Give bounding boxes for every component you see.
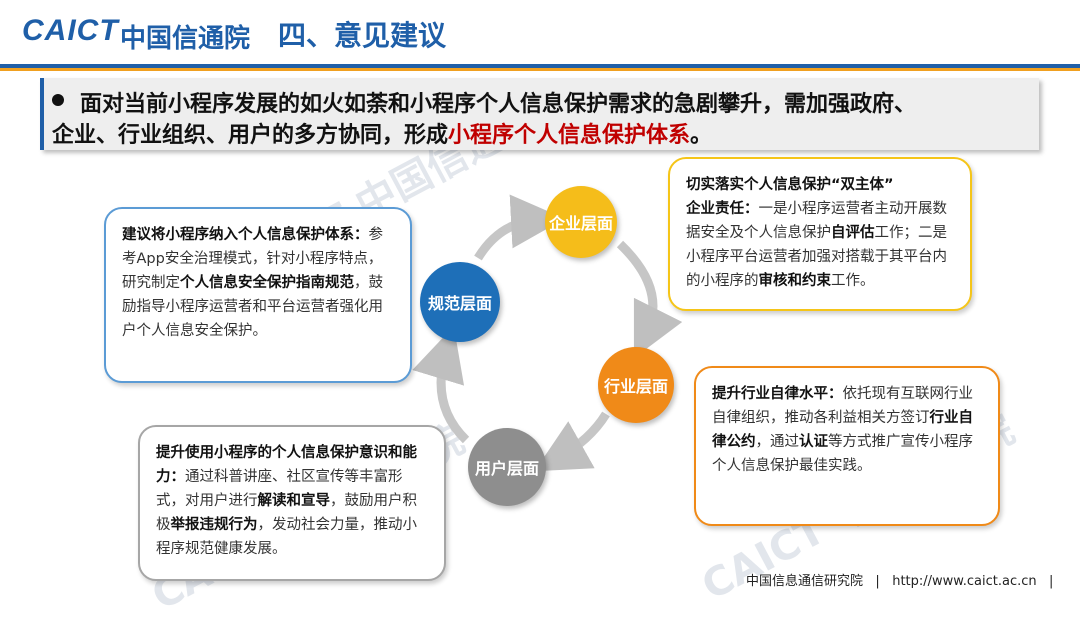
- bullet-icon: [52, 94, 64, 106]
- banner-text: 企业、行业组织、用户的多方协同，形成: [52, 123, 449, 148]
- section-title: 四、意见建议: [278, 19, 447, 52]
- standard-suggestion-box: 建议将小程序纳入个人信息保护体系：参考App安全治理模式，针对小程序特点，研究制…: [104, 207, 412, 383]
- arrow-user-to-standard: [412, 326, 470, 444]
- box-highlight: 个人信息安全保护指南规范: [180, 275, 354, 291]
- industry-suggestion-box: 提升行业自律水平：依托现有互联网行业自律组织，推动各利益相关方签订行业自律公约，…: [694, 366, 1000, 526]
- box-highlight: 审核和约束: [758, 273, 832, 289]
- cycle-arrows: [412, 194, 683, 472]
- box-lead: 建议将小程序纳入个人信息保护体系：: [122, 227, 369, 243]
- arrow-enterprise-to-industry: [616, 240, 683, 359]
- summary-banner: [40, 78, 1039, 150]
- box-text: 一是小程序运营者主动开展数据安全及个人信息保护: [686, 201, 947, 241]
- box-text: 等方式推广宣传小程序个人信息保护最佳实践。: [712, 434, 973, 474]
- enterprise-suggestion-box: 切实落实个人信息保护“双主体” 企业责任：一是小程序运营者主动开展数据安全及个人信…: [668, 157, 972, 311]
- caict-logo-cn: 中国信通院: [120, 24, 251, 54]
- banner-text: 。: [690, 123, 713, 148]
- footer: 中国信息通信研究院 | http://www.caict.ac.cn |: [746, 570, 1053, 589]
- standard-level-circle: 规范层面: [420, 262, 500, 342]
- user-suggestion-box: 提升使用小程序的个人信息保护意识和能力：通过科普讲座、社区宣传等丰富形式，对用户…: [138, 425, 446, 581]
- box-text: 参考App安全治理模式，针对小程序特点，研究制定: [122, 227, 383, 291]
- arrow-standard-to-enterprise: [474, 194, 565, 261]
- box-lead: 切实落实个人信息保护“双主体”: [686, 177, 894, 193]
- box-highlight: 认证: [799, 434, 828, 450]
- industry-level-circle: 行业层面: [598, 347, 674, 423]
- box-text: 依托现有互联网行业自律组织，推动各利益相关方签订: [712, 386, 973, 426]
- enterprise-level-circle: 企业层面: [545, 186, 617, 258]
- box-lead: 提升行业自律水平：: [712, 386, 843, 402]
- user-level-circle: 用户层面: [468, 428, 546, 506]
- box-text: 工作。: [831, 273, 875, 289]
- footer-separator: |: [1049, 574, 1054, 589]
- banner-line-1: 面对当前小程序发展的如火如荼和小程序个人信息保护需求的急剧攀升，需加强政府、: [80, 92, 917, 117]
- box-lead: 提升使用小程序的个人信息保护意识和能力：: [156, 445, 417, 485]
- caict-logo: CAICT: [22, 14, 119, 47]
- box-lead: 企业责任：: [686, 201, 759, 217]
- box-highlight: 解读和宣导: [257, 493, 331, 509]
- box-highlight: 自评估: [831, 225, 875, 241]
- banner-line-2: 企业、行业组织、用户的多方协同，形成小程序个人信息保护体系。: [52, 117, 712, 149]
- header-rule-orange: [0, 68, 1080, 71]
- footer-url: http://www.caict.ac.cn: [892, 574, 1037, 589]
- box-text: 工作；二是小程序平台运营者加强对搭载于其平台内的小程序的: [686, 225, 947, 289]
- banner-highlight: 小程序个人信息保护体系: [448, 123, 691, 148]
- box-text: 通过科普讲座、社区宣传等丰富形式，对用户进行: [156, 469, 403, 509]
- arrow-industry-to-user: [534, 411, 610, 472]
- box-text: ，发动社会力量，推动小程序规范健康发展。: [156, 517, 417, 557]
- box-highlight: 行业自律公约: [712, 410, 973, 450]
- box-text: ，通过: [755, 434, 800, 450]
- box-text: ，鼓励指导小程序运营者和平台运营者强化用户个人信息安全保护。: [122, 275, 383, 339]
- box-text: ，鼓励用户积极: [156, 493, 417, 533]
- box-highlight: 举报违规行为: [170, 517, 258, 533]
- footer-org: 中国信息通信研究院: [746, 574, 864, 589]
- footer-separator: |: [875, 574, 880, 589]
- header-rule-blue: [0, 64, 1080, 68]
